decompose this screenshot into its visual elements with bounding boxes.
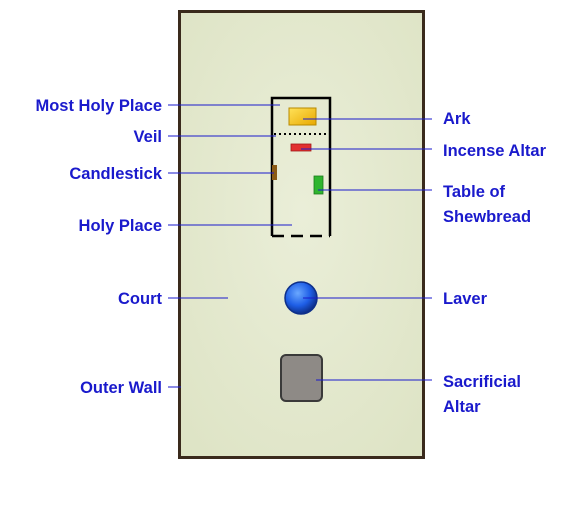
label-holy-place: Holy Place xyxy=(79,217,162,235)
label-table-of-shewbread-line1: Table of xyxy=(443,183,506,201)
label-outer-wall: Outer Wall xyxy=(80,379,162,397)
incense-altar xyxy=(290,143,312,152)
label-sacrificial-altar-line2: Altar xyxy=(443,398,481,416)
label-sacrificial-altar-line1: Sacrificial xyxy=(443,373,521,391)
label-court: Court xyxy=(118,290,162,308)
table-of-shewbread xyxy=(313,175,324,195)
ark-of-covenant xyxy=(288,107,317,126)
label-candlestick: Candlestick xyxy=(69,165,162,183)
label-most-holy-place: Most Holy Place xyxy=(35,97,162,115)
candlestick xyxy=(272,165,277,180)
label-laver: Laver xyxy=(443,290,488,308)
sacrificial-altar xyxy=(280,354,323,402)
label-table-of-shewbread-line2: Shewbread xyxy=(443,208,531,226)
label-incense-altar: Incense Altar xyxy=(443,142,547,160)
label-veil: Veil xyxy=(134,128,162,146)
label-ark: Ark xyxy=(443,110,471,128)
